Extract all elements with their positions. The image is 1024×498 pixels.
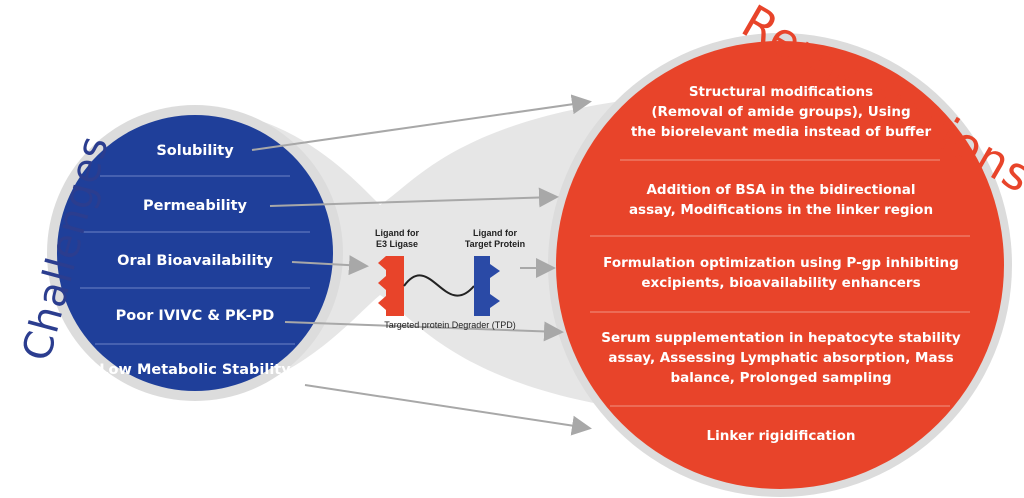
tpd-caption: Targeted protein Degrader (TPD) [384, 320, 516, 330]
challenge-metabolic-stability: Low Metabolic Stability [99, 362, 291, 378]
challenges-circle [57, 115, 333, 391]
remediation-ivivc: Serum supplementation in hepatocyte stab… [601, 330, 961, 386]
arrow-permeability [269, 187, 559, 208]
remediations-circle [556, 41, 1004, 489]
linker-curve [403, 274, 475, 297]
arrow-solubility [251, 94, 592, 151]
remediation-metabolic-stability: Linker rigidification [706, 428, 856, 444]
arrow-metabolic-stability [304, 384, 592, 436]
connector-arrows [251, 94, 592, 436]
remediation-oral-bioavailability: Formulation optimization using P-gp inhi… [603, 255, 959, 291]
remediation-permeability: Addition of BSA in the bidirectional ass… [628, 182, 934, 218]
arrow-ivivc [284, 321, 564, 342]
e3-ligand-shape [378, 256, 404, 316]
challenge-oral-bioavailability: Oral Bioavailability [117, 253, 273, 269]
ligand-e3-label: Ligand for E3 Ligase [375, 228, 419, 249]
challenge-poor-ivivc: Poor IVIVC & PK-PD [115, 308, 275, 324]
ligand-target-label: Ligand for Target Protein [464, 228, 526, 249]
remediation-dividers [590, 159, 970, 407]
challenge-dividers [80, 175, 310, 345]
arrow-oral-bioavailability [291, 255, 369, 276]
challenge-solubility: Solubility [156, 143, 234, 159]
target-ligand-shape [474, 256, 500, 316]
tpd-molecule [378, 256, 500, 316]
remediation-solubility: Structural modifications (Removal of ami… [630, 84, 932, 140]
challenge-permeability: Permeability [142, 198, 247, 214]
